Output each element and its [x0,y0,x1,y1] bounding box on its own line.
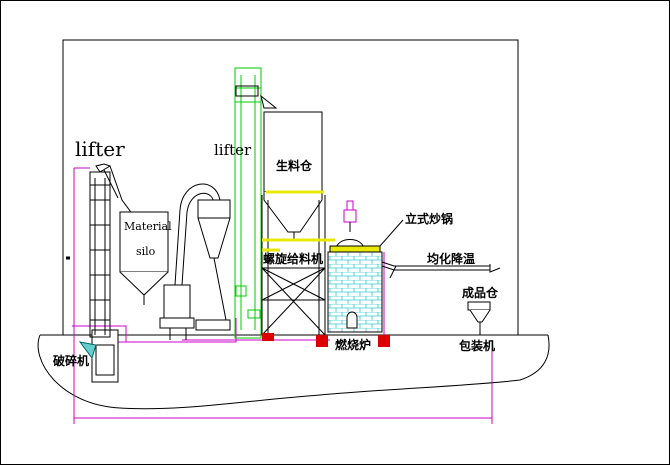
support-frame [261,195,335,336]
vertical-cooker-label: 立式炒锅 [405,212,454,226]
foundation-footings [262,333,390,347]
crusher-label: 破碎机 [53,354,90,368]
raw-material-bin-label: 生料仓 [276,159,313,173]
material-silo [119,211,169,305]
building-outline [62,39,519,335]
combustion-furnace [327,251,385,335]
lifter-right-label: lifter [214,141,252,159]
pit-outline [37,334,550,410]
product-bin-label: 成品仓 [462,286,499,300]
grinding-mill [159,183,231,340]
right-bucket-elevator [234,67,262,339]
homogenize-cool-label: 均化降温 [427,252,476,266]
lifter-left-label: lifter [75,137,125,161]
furnace-label: 燃烧炉 [335,338,372,352]
homogenizing-conveyor [381,261,501,279]
screw-feeder-label: 螺旋给料机 [263,252,324,266]
product-bin [467,301,491,335]
crusher-machine [78,329,119,383]
material-silo-label-1: Material [124,220,172,233]
packing-machine-label: 包装机 [459,339,496,353]
vertical-cooker [329,200,381,253]
material-silo-label-2: silo [136,245,156,258]
left-bucket-elevator [89,163,151,338]
raw-material-bin [263,111,324,240]
